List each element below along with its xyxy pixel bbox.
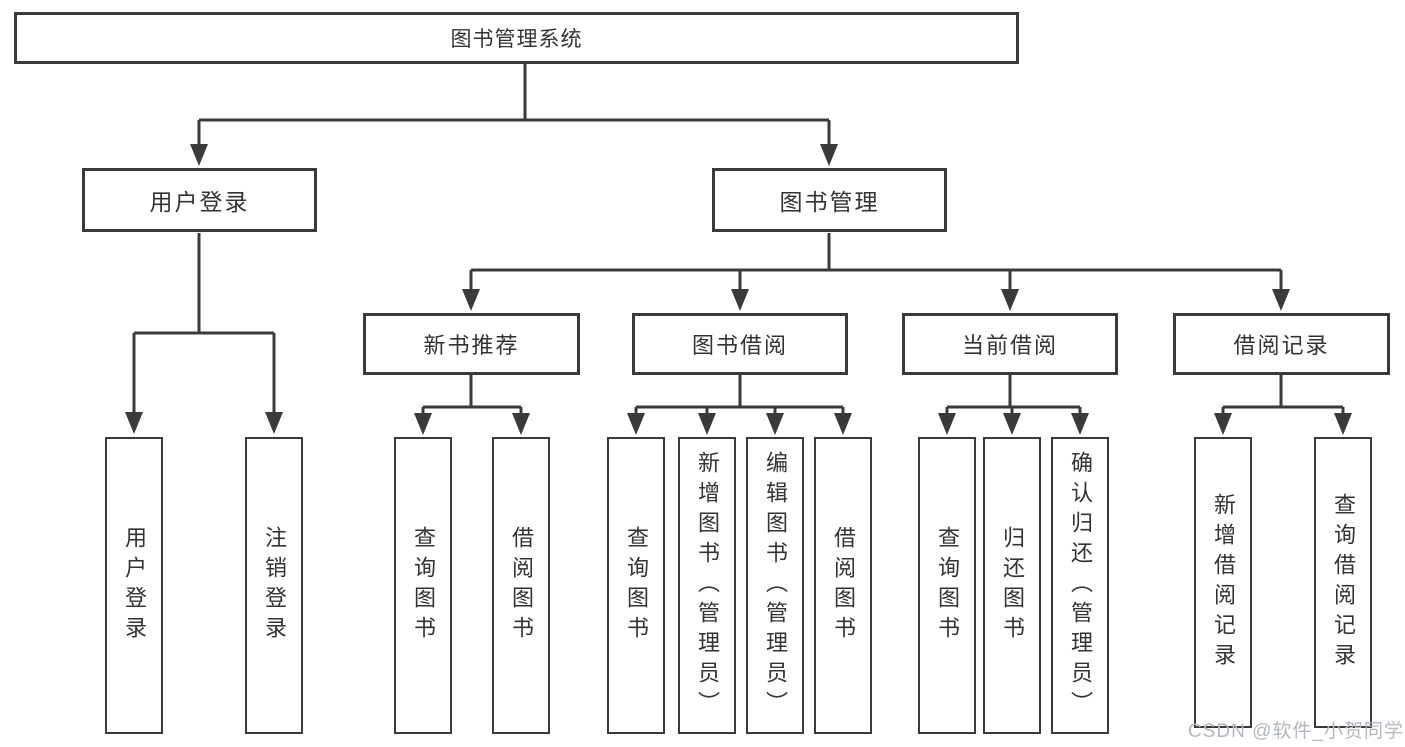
node-label: 查询图书 [411,525,436,646]
leaf-logout: 注销登录 [245,437,303,734]
leaf-query-books-recommend: 查询图书 [394,437,452,734]
leaf-return-book: 归还图书 [983,437,1041,734]
node-library-management-system: 图书管理系统 [14,12,1019,64]
leaf-confirm-return-admin: 确认归还（管理员） [1051,437,1109,734]
csdn-watermark: CSDN @软件_小贺同学 [1188,721,1404,742]
node-label: 图书借阅 [691,333,788,358]
node-label: 新书推荐 [423,333,520,358]
node-label: 当前借阅 [961,333,1058,358]
node-new-book-recommend: 新书推荐 [363,313,580,375]
node-current-borrowing: 当前借阅 [902,313,1118,375]
leaf-add-borrow-record: 新增借阅记录 [1194,437,1252,728]
node-borrowing-records: 借阅记录 [1173,313,1390,375]
node-label: 借阅记录 [1233,333,1330,358]
leaf-borrow-books: 借阅图书 [814,437,872,734]
leaf-query-books-current: 查询图书 [918,437,976,734]
node-label: 用户登录 [122,525,147,646]
node-label: 归还图书 [1000,525,1025,646]
node-label: 借阅图书 [831,525,856,646]
node-label: 编辑图书（管理员） [763,450,788,721]
leaf-query-books-borrowing: 查询图书 [607,437,665,734]
node-label: 确认归还（管理员） [1068,450,1093,721]
node-label: 用户登录 [149,189,250,215]
node-label: 新增借阅记录 [1211,492,1236,673]
node-book-management: 图书管理 [712,168,947,232]
node-label: 查询图书 [624,525,649,646]
leaf-add-book-admin: 新增图书（管理员） [678,437,736,734]
node-user-login: 用户登录 [82,168,317,232]
node-label: 图书管理 [779,189,880,215]
leaf-query-borrow-record: 查询借阅记录 [1314,437,1372,728]
leaf-borrow-books-recommend: 借阅图书 [492,437,550,734]
node-book-borrowing: 图书借阅 [632,313,848,375]
node-label: 查询借阅记录 [1331,492,1356,673]
node-label: 新增图书（管理员） [695,450,720,721]
leaf-edit-book-admin: 编辑图书（管理员） [746,437,804,734]
node-label: 查询图书 [935,525,960,646]
node-label: 注销登录 [262,525,287,646]
node-label: 借阅图书 [509,525,534,646]
leaf-user-login: 用户登录 [105,437,163,734]
node-label: 图书管理系统 [450,28,583,51]
